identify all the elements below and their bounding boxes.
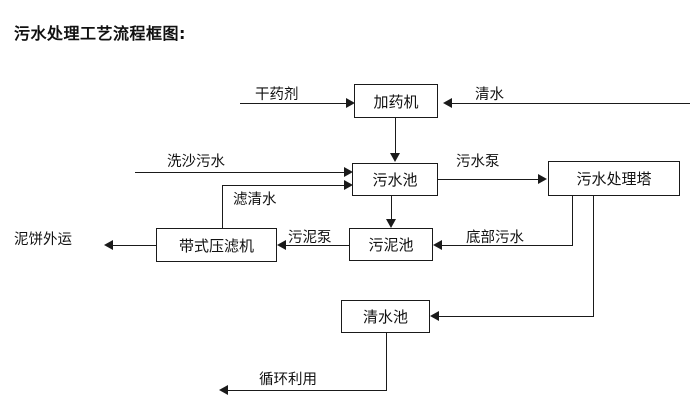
- edge-mud-cake-arrow-icon: [104, 240, 113, 250]
- edge-bottom-wastewater-line: [442, 245, 573, 246]
- edge-wastewater-pump-arrow-icon: [538, 174, 547, 184]
- edge-dosing-to-wastewater-arrow-icon: [390, 153, 400, 162]
- edge-label-bottom-wastewater: 底部污水: [466, 230, 524, 246]
- edge-filtered-water-riser: [222, 185, 223, 230]
- edge-tower-to-clear-water-arrow-icon: [430, 311, 439, 321]
- edge-sand-wash-arrow-icon: [344, 167, 353, 177]
- edge-label-mud-cake-transport: 泥饼外运: [14, 232, 72, 248]
- node-sludge-pool[interactable]: 污泥池: [349, 228, 433, 261]
- edge-tower-to-clear-water-riser: [593, 196, 594, 317]
- edge-label-clean-water: 清水: [475, 87, 504, 103]
- edge-wastewater-to-sludge-arrow-icon: [386, 219, 396, 228]
- edge-recycle-dropper: [386, 333, 387, 390]
- edge-dosing-to-wastewater-line: [395, 118, 396, 155]
- edge-mud-cake-line: [113, 245, 157, 246]
- edge-dry-chemical-arrow-icon: [346, 98, 355, 108]
- edge-label-filtered-clear-water: 滤清水: [233, 192, 277, 208]
- node-clear-water-pool[interactable]: 清水池: [341, 300, 430, 333]
- node-label-sludge-pool: 污泥池: [368, 236, 414, 254]
- node-label-belt-filter-press: 带式压滤机: [178, 236, 254, 255]
- node-belt-filter-press[interactable]: 带式压滤机: [156, 228, 277, 262]
- edge-recycle-line: [228, 390, 387, 391]
- edge-recycle-arrow-icon: [219, 385, 228, 395]
- edge-label-sludge-pump: 污泥泵: [288, 230, 332, 246]
- edge-sludge-pump-arrow-icon: [277, 240, 286, 250]
- edge-label-sand-wash-wastewater: 洗沙污水: [167, 154, 225, 170]
- edge-clean-water-arrow-icon: [443, 98, 452, 108]
- node-wastewater-pool[interactable]: 污水池: [352, 163, 438, 196]
- page-title: 污水处理工艺流程框图:: [14, 24, 186, 43]
- node-label-wastewater-pool: 污水池: [372, 171, 418, 189]
- node-label-treatment-tower: 污水处理塔: [576, 170, 652, 188]
- edge-wastewater-to-sludge-line: [391, 196, 392, 222]
- edge-wastewater-pump-line: [438, 179, 541, 180]
- node-label-clear-water-pool: 清水池: [362, 308, 408, 326]
- edge-label-recycle-reuse: 循环利用: [259, 372, 317, 388]
- edge-bottom-wastewater-riser: [572, 196, 573, 245]
- node-dosing-machine[interactable]: 加药机: [354, 84, 438, 118]
- edge-dry-chemical-line: [240, 103, 347, 104]
- edge-bottom-wastewater-arrow-icon: [433, 240, 442, 250]
- edge-clean-water-line: [452, 103, 690, 104]
- edge-sand-wash-line: [135, 172, 347, 173]
- edge-tower-to-clear-water-line: [439, 316, 594, 317]
- edge-label-dry-chemical: 干药剂: [255, 87, 299, 103]
- node-label-dosing-machine: 加药机: [373, 92, 419, 111]
- edge-sludge-pump-line: [286, 245, 349, 246]
- edge-label-wastewater-pump: 污水泵: [456, 154, 500, 170]
- edge-filtered-water-arrow-icon: [344, 180, 353, 190]
- edge-filtered-water-line: [222, 185, 347, 186]
- node-treatment-tower[interactable]: 污水处理塔: [548, 161, 680, 196]
